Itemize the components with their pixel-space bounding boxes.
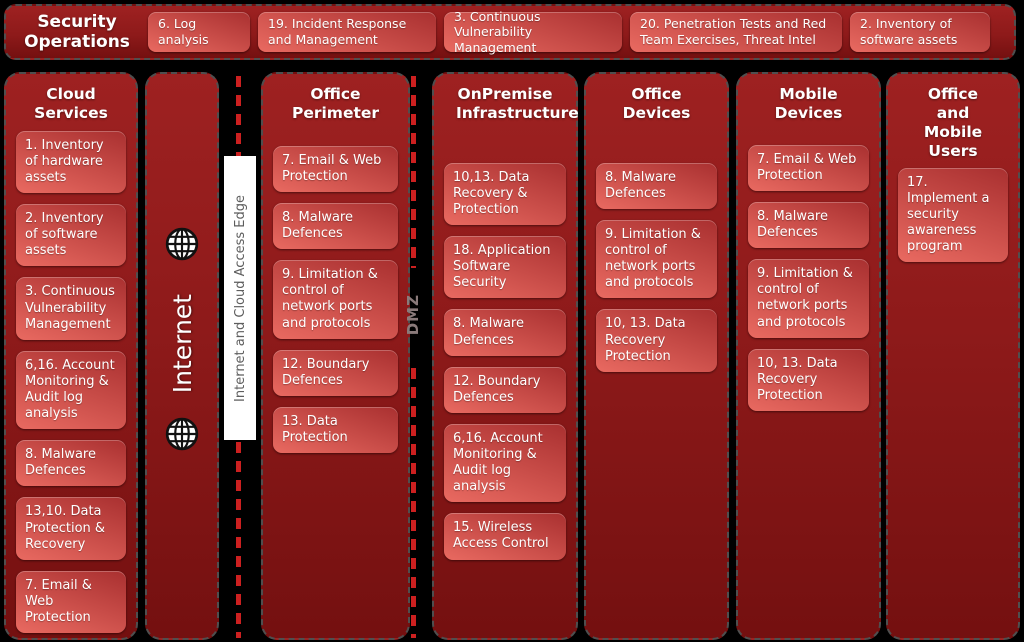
control-item: 3. Continuous Vulnerability Management [16, 277, 126, 340]
internet-label: Internet [167, 294, 197, 394]
zone-title: Office and Mobile Users [923, 85, 983, 160]
zone-cloud-services: Cloud Services 1. Inventory of hardware … [4, 72, 138, 640]
zone-office-perimeter: Office Perimeter 7. Email & Web Protecti… [261, 72, 410, 640]
globe-icon [164, 226, 200, 266]
internet-cloud-access-edge-strip: Internet and Cloud Access Edge [224, 156, 256, 440]
control-item: 8. Malware Defences [444, 309, 566, 356]
control-item: 10,13. Data Recovery & Protection [444, 162, 566, 226]
zone-office-and-mobile-users: Office and Mobile Users 17. Implement a … [886, 72, 1020, 640]
zone-title: Office Perimeter [291, 85, 380, 122]
zone-onpremise-infrastructure: OnPremise Infrastructure 10,13. Data Rec… [432, 72, 579, 640]
zone-mobile-devices: Mobile Devices 7. Email & Web Protection… [736, 72, 881, 640]
zone-title: OnPremise Infrastructure [456, 85, 579, 122]
control-chip: 19. Incident Response and Management [258, 12, 436, 52]
globe-icon [164, 416, 200, 456]
zone-title: Office Devices [622, 85, 691, 122]
control-item: 13,10. Data Protection & Recovery [16, 497, 126, 560]
control-chip: 20. Penetration Tests and Red Team Exerc… [630, 12, 842, 52]
zone-items: 7. Email & Web Protection 8. Malware Defe… [738, 144, 879, 412]
internet-edge-boundary-line [236, 76, 241, 156]
control-item: 8. Malware Defences [16, 440, 126, 487]
control-item: 6,16. Account Monitoring & Audit log ana… [444, 423, 566, 503]
control-item: 9. Limitation & control of network ports… [596, 220, 717, 299]
control-item: 13. Data Protection [273, 406, 398, 454]
control-item: 7. Email & Web Protection [16, 570, 126, 634]
control-item: 7. Email & Web Protection [748, 144, 869, 192]
zone-items: 17. Implement a security awareness progr… [888, 167, 1018, 263]
control-item: 18. Application Software Security [444, 236, 566, 299]
control-item: 8. Malware Defences [596, 162, 717, 210]
control-item: 8. Malware Defences [273, 203, 398, 250]
control-item: 6,16. Account Monitoring & Audit log ana… [16, 350, 126, 430]
control-chip: 2. Inventory of software assets [850, 12, 990, 52]
zone-items: 8. Malware Defences 9. Limitation & contr… [586, 162, 727, 372]
control-chip: 6. Log analysis [148, 12, 250, 52]
zone-title: Mobile Devices [774, 85, 843, 122]
control-item: 12. Boundary Defences [444, 366, 566, 413]
control-item: 8. Malware Defences [748, 202, 869, 249]
zone-items: 1. Inventory of hardware assets 2. Invent… [6, 130, 136, 642]
internet-edge-boundary-line [236, 442, 241, 638]
zone-items: 10,13. Data Recovery & Protection 18. App… [434, 162, 576, 560]
internet-label-wrap: Internet [147, 279, 217, 409]
zone-title: Cloud Services [34, 85, 108, 122]
control-item: 10, 13. Data Recovery Protection [748, 348, 869, 412]
control-item: 1. Inventory of hardware assets [16, 130, 126, 194]
control-item: 10, 13. Data Recovery Protection [596, 309, 717, 372]
control-item: 9. Limitation & control of network ports… [273, 260, 398, 339]
zone-office-devices: Office Devices 8. Malware Defences 9. Lim… [584, 72, 729, 640]
control-item: 9. Limitation & control of network ports… [748, 259, 869, 338]
control-item: 7. Email & Web Protection [273, 145, 398, 193]
internet-cloud-access-edge-label: Internet and Cloud Access Edge [232, 194, 248, 402]
dmz-boundary-line [411, 368, 416, 638]
dmz-label-wrap: DMZ [396, 282, 430, 348]
dmz-label: DMZ [404, 294, 422, 336]
control-item: 2. Inventory of software assets [16, 204, 126, 267]
zone-internet: Internet [145, 72, 219, 640]
control-item: 15. Wireless Access Control [444, 513, 566, 560]
control-item: 12. Boundary Defences [273, 349, 398, 396]
zone-items: 7. Email & Web Protection 8. Malware Defe… [263, 145, 408, 454]
control-item: 17. Implement a security awareness progr… [898, 167, 1008, 263]
dmz-boundary-line [411, 76, 416, 268]
security-operations-title: Security Operations [24, 11, 130, 52]
control-chip: 3. Continuous Vulnerability Management [444, 9, 622, 55]
